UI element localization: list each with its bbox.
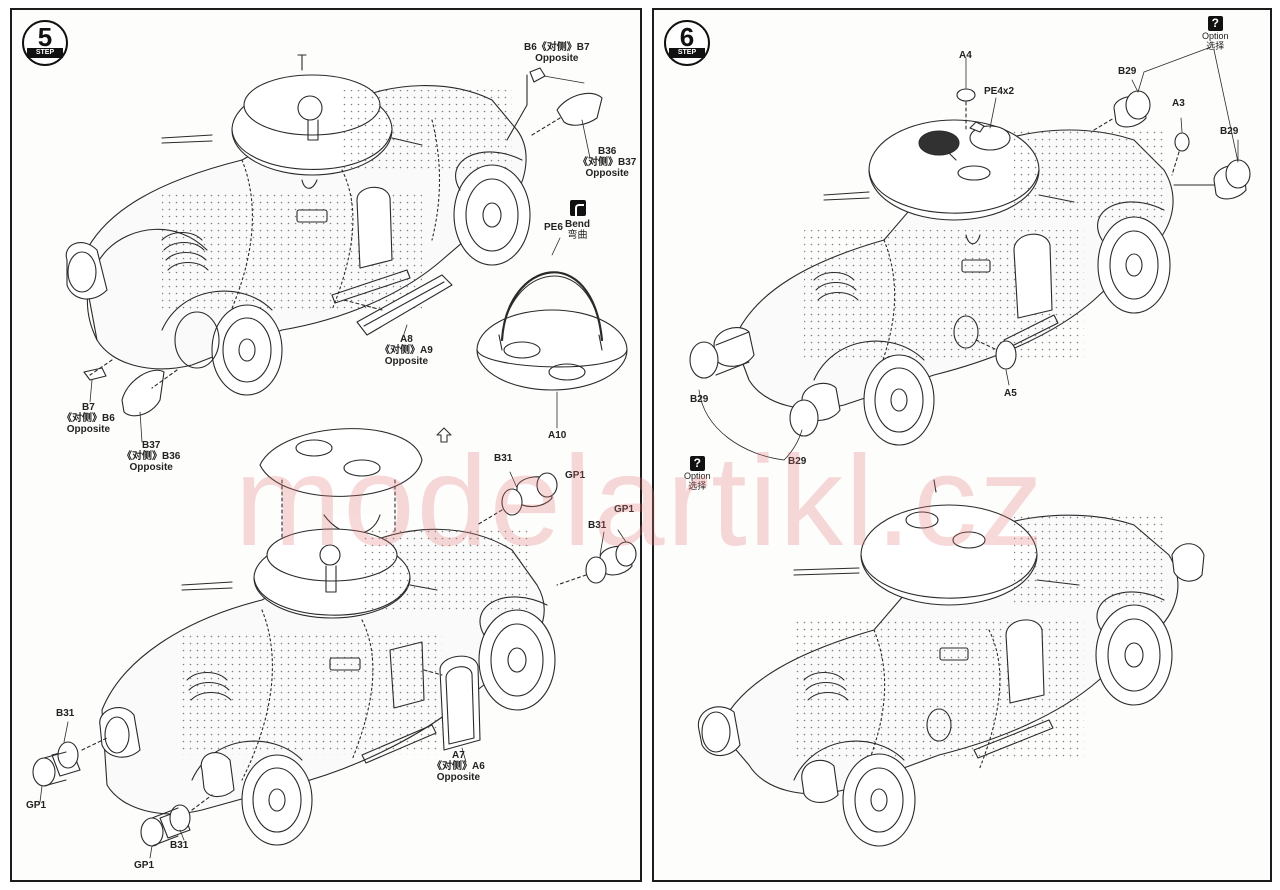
canopy-part-a10-drawing [476, 271, 628, 391]
callout-b37-b36: B37 《对侧》B36 Opposite [122, 440, 181, 473]
option-note-left: ? Option 选择 [684, 456, 711, 491]
callout-b29-left: B29 [690, 394, 709, 405]
callout-b36-b37: B36 《对侧》B37 Opposite [578, 146, 637, 179]
callout-gp1-right: GP1 [614, 504, 635, 515]
callout-pe4x2: PE4x2 [984, 86, 1015, 97]
instruction-page-step-5: 5 STEP B6《对侧》B7 Opposite B36 《对侧》B37 Opp… [10, 8, 642, 882]
step-number: 5 [37, 22, 53, 52]
callout-a3: A3 [1172, 98, 1185, 109]
question-icon: ? [689, 456, 705, 471]
armored-car-step6-top-drawing [689, 88, 1251, 446]
callout-gp1-left: GP1 [26, 800, 47, 811]
callout-b29-bottom: B29 [788, 456, 807, 467]
callout-a5: A5 [1004, 388, 1017, 399]
callout-b29-right: B29 [1220, 126, 1239, 137]
step-6-leader-lines [698, 46, 1239, 461]
question-icon: ? [1207, 16, 1223, 31]
step-5-badge: 5 STEP [22, 20, 68, 66]
callout-gp1-bottom: GP1 [134, 860, 155, 871]
step-6-badge: 6 STEP [664, 20, 710, 66]
step-number: 6 [679, 22, 695, 52]
bend-icon [569, 200, 586, 216]
callout-b29-top: B29 [1118, 66, 1137, 77]
step-5-leader-lines [39, 75, 627, 859]
armored-car-step6-completed-drawing [697, 479, 1205, 847]
armored-car-bottom-drawing [32, 428, 637, 847]
option-note-top: ? Option 选择 [1202, 16, 1229, 51]
step-label: STEP [27, 48, 63, 58]
callout-b31-upper: B31 [494, 453, 513, 464]
callout-b31-right: B31 [588, 520, 607, 531]
callout-gp1-upper: GP1 [565, 470, 586, 481]
callout-b7-b6: B7 《对侧》B6 Opposite [62, 402, 115, 435]
callout-b31-bottom: B31 [170, 840, 189, 851]
callout-b6-b7: B6《对侧》B7 Opposite [524, 42, 590, 64]
step-5-line-drawing [32, 54, 637, 859]
step-6-line-drawing [689, 46, 1251, 847]
callout-a8-a9: A8 《对侧》A9 Opposite [380, 334, 433, 367]
step-label: STEP [669, 48, 705, 58]
callout-a7-a6: A7 《对侧》A6 Opposite [432, 750, 485, 783]
callout-b31-left: B31 [56, 708, 75, 719]
armored-car-top-drawing [65, 54, 603, 417]
callout-a10: A10 [548, 430, 567, 441]
callout-pe6: PE6 [544, 222, 563, 233]
instruction-page-step-6: 6 STEP ? Option 选择 ? Option 选择 A4 PE4x2 … [652, 8, 1272, 882]
bend-instruction: Bend 弯曲 [565, 200, 590, 241]
callout-a4: A4 [959, 50, 972, 61]
